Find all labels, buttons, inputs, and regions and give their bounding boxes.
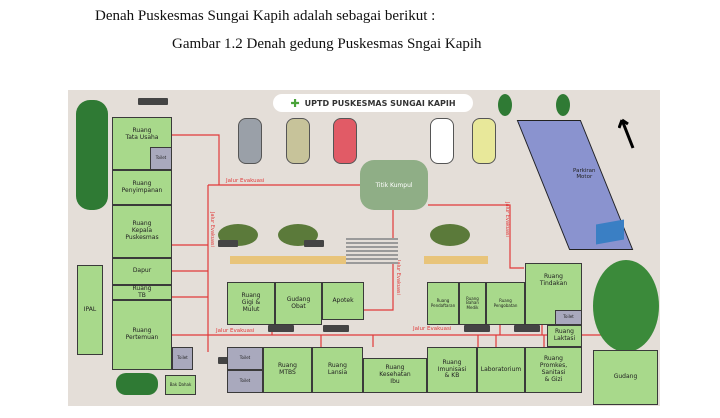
room-dapur: Dapur xyxy=(112,258,172,285)
tree-icon xyxy=(116,373,158,395)
evac-label: Jalur Evakuasi xyxy=(413,326,452,332)
stairs xyxy=(346,238,398,264)
banner-text: UPTD PUSKESMAS SUNGAI KAPIH xyxy=(304,98,456,108)
room-toilet: Toilet xyxy=(150,147,172,170)
room-mtbs: Ruang MTBS xyxy=(263,347,312,393)
tree-icon xyxy=(76,100,108,210)
tree-icon xyxy=(498,94,512,116)
bench-icon xyxy=(268,325,294,332)
room-lansia: Ruang Lansia xyxy=(312,347,363,393)
car-icon xyxy=(238,118,262,164)
room-kesehatan-ibu: Ruang Kesehatan Ibu xyxy=(363,358,427,393)
bench-icon xyxy=(464,325,490,332)
tree-icon xyxy=(430,224,470,246)
room-toilet: Toilet xyxy=(227,370,263,393)
room-toilet: Toilet xyxy=(227,347,263,370)
ipal: IPAL xyxy=(77,265,103,355)
room-pengobatan: Ruang Pengobatan xyxy=(486,282,525,325)
bak-dahak: Bak Dahak xyxy=(165,375,196,395)
bench-icon xyxy=(323,325,349,332)
bench-icon xyxy=(138,98,168,105)
room-tb: Ruang TB xyxy=(112,285,172,300)
ambulance-icon xyxy=(430,118,454,164)
room-toilet: Toilet xyxy=(172,347,193,370)
intro-text: Denah Puskesmas Sungai Kapih adalah seba… xyxy=(95,8,436,24)
room-pertemuan: Ruang Pertemuan xyxy=(112,300,172,370)
car-icon xyxy=(333,118,357,164)
motor-parking-label: Parkiran Motor xyxy=(573,168,596,180)
planter xyxy=(424,256,488,264)
figure-caption: Gambar 1.2 Denah gedung Puskesmas Sngai … xyxy=(172,36,482,52)
tree-icon xyxy=(556,94,570,116)
car-icon xyxy=(472,118,496,164)
room-gudang: Gudang xyxy=(593,350,658,405)
room-apotek: Apotek xyxy=(322,282,364,320)
room-bahan-medik: Ruang Bahan Medik xyxy=(459,282,486,325)
room-laboratorium: Laboratorium xyxy=(477,347,525,393)
health-cross-icon: ✚ xyxy=(290,96,300,110)
evac-label: Jalur Evakuasi xyxy=(504,202,510,237)
bench-icon xyxy=(514,325,540,332)
evac-label: Jalur Evakuasi xyxy=(395,260,401,295)
bench-icon xyxy=(304,240,324,247)
north-arrow-icon xyxy=(618,118,635,149)
plan-banner: ✚ UPTD PUSKESMAS SUNGAI KAPIH xyxy=(273,94,473,112)
evac-label: Jalur Evakuasi xyxy=(226,178,265,184)
assembly-point: Titik Kumpul xyxy=(360,160,428,210)
room-gigi-mulut: Ruang Gigi & Mulut xyxy=(227,282,275,325)
bench-icon xyxy=(218,240,238,247)
car-icon xyxy=(286,118,310,164)
room-pendaftaran: Ruang Pendaftaran xyxy=(427,282,459,325)
planter xyxy=(230,256,348,264)
evac-label: Jalur Evakuasi xyxy=(209,212,215,247)
room-toilet: Toilet xyxy=(555,310,582,325)
room-kepala-puskesmas: Ruang Kepala Puskesmas xyxy=(112,205,172,258)
room-gudang-obat: Gudang Obat xyxy=(275,282,322,325)
room-laktasi: Ruang Laktasi xyxy=(547,325,582,347)
evac-label: Jalur Evakuasi xyxy=(216,328,255,334)
tree-icon xyxy=(593,260,659,352)
room-penyimpanan: Ruang Penyimpanan xyxy=(112,170,172,205)
room-promkes: Ruang Promkes, Sanitasi & Gizi xyxy=(525,347,582,393)
room-imunisasi-kb: Ruang Imunisasi & KB xyxy=(427,347,477,393)
evacuation-routes xyxy=(172,134,613,352)
floor-plan: ✚ UPTD PUSKESMAS SUNGAI KAPIH Jalur Evaku… xyxy=(68,90,660,406)
